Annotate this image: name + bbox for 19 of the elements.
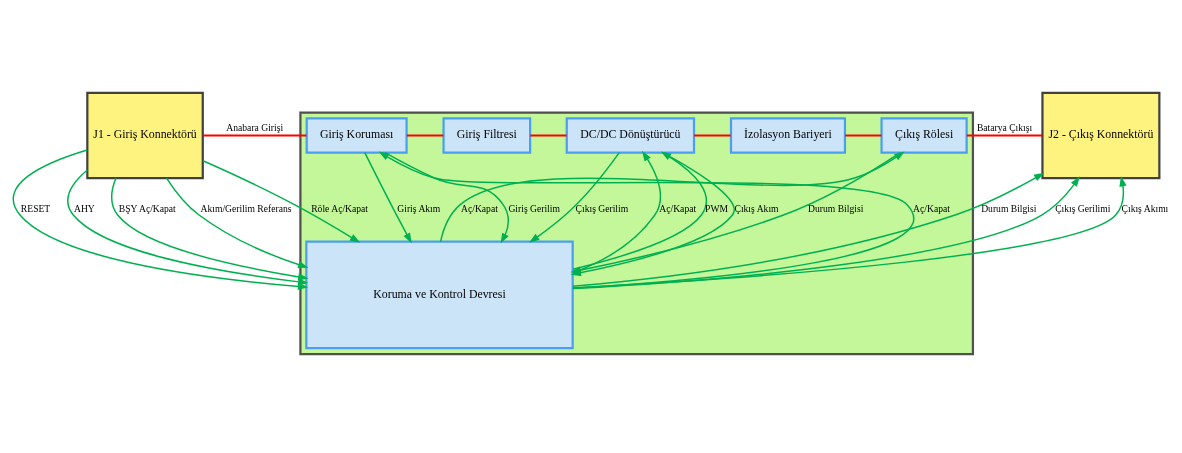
- edge-label: Çıkış Gerilimi: [1055, 203, 1111, 215]
- edge-label: RESET: [20, 203, 51, 215]
- edge-label: PWM: [705, 203, 729, 215]
- edge-label: Anabara Girişi: [226, 121, 284, 133]
- edge-label: Aç/Kapat: [461, 203, 498, 215]
- edge-label: BŞY Aç/Kapat: [118, 203, 176, 215]
- edge-label: AHY: [73, 203, 95, 215]
- edge-label: Batarya Çıkışı: [976, 121, 1033, 133]
- edge-label: Akım/Gerilim Referans: [200, 203, 292, 215]
- edge-label: Aç/Kapat: [913, 203, 950, 215]
- edge-label: Çıkış Akım: [734, 203, 779, 215]
- edge-label: Röle Aç/Kapat: [311, 203, 369, 215]
- edge-label: Durum Bilgisi: [981, 203, 1037, 215]
- edge-label: Çıkış Gerilim: [575, 203, 629, 215]
- edge-label: Giriş Gerilim: [508, 203, 560, 215]
- edge-label: Çıkış Akımı: [1121, 203, 1169, 215]
- edge-label: Aç/Kapat: [659, 203, 697, 215]
- edge-label: Durum Bilgisi: [808, 203, 864, 215]
- edge-label: Giriş Akım: [397, 203, 441, 215]
